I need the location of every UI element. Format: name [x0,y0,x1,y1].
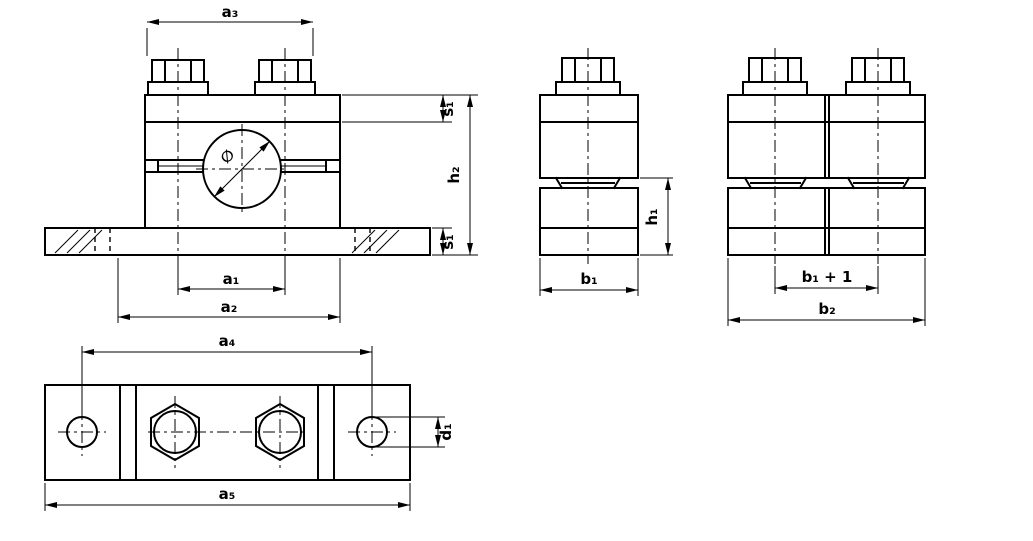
stacked-view: b₁ + 1 b₂ [727,48,926,326]
dim-label-b1-plus-1: b₁ + 1 [802,268,853,286]
dim-d1: d₁ [372,416,455,448]
top-center-lines [58,396,396,468]
hatch-left [54,229,103,254]
dim-label-h2: h₂ [445,166,463,183]
front-view: ∅ a₃ h₂ s₁ s₁ [44,3,478,323]
side-view: h₁ b₁ [539,48,673,296]
stacked-center-lines [774,48,879,264]
side-lower-body [539,187,639,256]
side-gap-serration [554,176,622,190]
dim-h2: h₂ [342,94,478,256]
clamp-body [144,94,341,229]
dim-a3: a₃ [146,3,314,56]
dim-label-h1: h₁ [643,208,661,225]
dim-s1-bottom: s₁ [432,227,457,255]
dim-b2: b₂ [727,258,926,326]
base-plate [44,227,431,256]
top-plate-outline [44,384,411,481]
dim-a5: a₅ [44,483,411,511]
stacked-lower-body [727,187,926,256]
break-lines-right [354,228,371,255]
dim-label-s1-top: s₁ [439,101,457,117]
dim-b1-plus-1: b₁ + 1 [774,266,879,294]
dim-label-b1: b₁ [580,270,597,288]
dim-label-a3: a₃ [222,3,239,21]
dim-label-d1: d₁ [437,423,455,440]
stacked-upper-body [727,94,926,179]
side-upper-body [539,94,639,179]
dim-label-a5: a₅ [219,485,236,503]
dim-label-a1: a₁ [223,270,240,288]
dim-a2: a₂ [117,258,341,323]
break-lines-left [94,228,111,255]
dim-label-a2: a₂ [221,298,238,316]
dim-label-s1-bottom: s₁ [439,234,457,250]
stacked-gap-serrations [743,176,911,190]
hatch-right [351,229,400,254]
dim-label-b2: b₂ [818,300,835,318]
dim-b1: b₁ [539,258,639,296]
top-view: a₄ a₅ d₁ [44,332,455,511]
dim-label-a4: a₄ [219,332,236,350]
dim-s1-top: s₁ [342,95,457,123]
stacked-joint-lines [824,94,830,256]
dim-a1: a₁ [177,258,286,295]
dim-h1: h₁ [640,177,673,256]
dim-a4: a₄ [81,332,373,418]
